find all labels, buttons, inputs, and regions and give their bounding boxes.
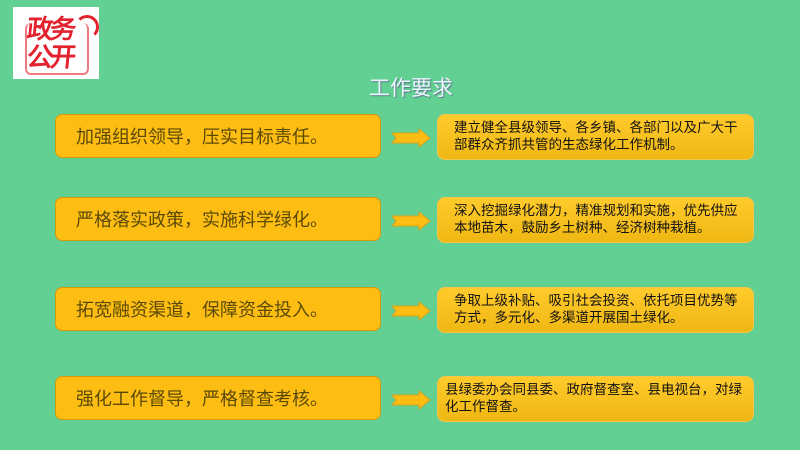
requirement-box-4: 强化工作督导，严格督查考核。	[55, 376, 381, 420]
requirement-box-2: 严格落实政策，实施科学绿化。	[55, 197, 381, 241]
requirement-box-3: 拓宽融资渠道，保障资金投入。	[55, 287, 381, 331]
detail-box-2: 深入挖掘绿化潜力，精准规划和实施，优先供应本地苗木，鼓励乡土树种、经济树种栽植。	[437, 197, 754, 243]
signal-icon	[75, 15, 99, 39]
arrow-right-icon	[391, 301, 431, 321]
detail-box-4: 县绿委办会同县委、政府督查室、县电视台，对绿化工作督查。	[437, 376, 754, 422]
detail-box-3: 争取上级补贴、吸引社会投资、依托项目优势等方式，多元化、多渠道开展国土绿化。	[437, 287, 754, 333]
logo-frame	[25, 23, 89, 75]
arrow-right-icon	[391, 128, 431, 148]
slide-title: 工作要求	[369, 76, 453, 100]
logo-text-1: 政务	[25, 15, 75, 45]
arrow-right-icon	[391, 211, 431, 231]
detail-box-1: 建立健全县级领导、各乡镇、各部门以及广大干部群众齐抓共管的生态绿化工作机制。	[437, 114, 754, 160]
logo-text-2: 公开	[25, 43, 75, 73]
requirement-box-1: 加强组织领导，压实目标责任。	[55, 114, 381, 158]
logo: 政务 公开	[13, 7, 99, 79]
arrow-right-icon	[391, 390, 431, 410]
